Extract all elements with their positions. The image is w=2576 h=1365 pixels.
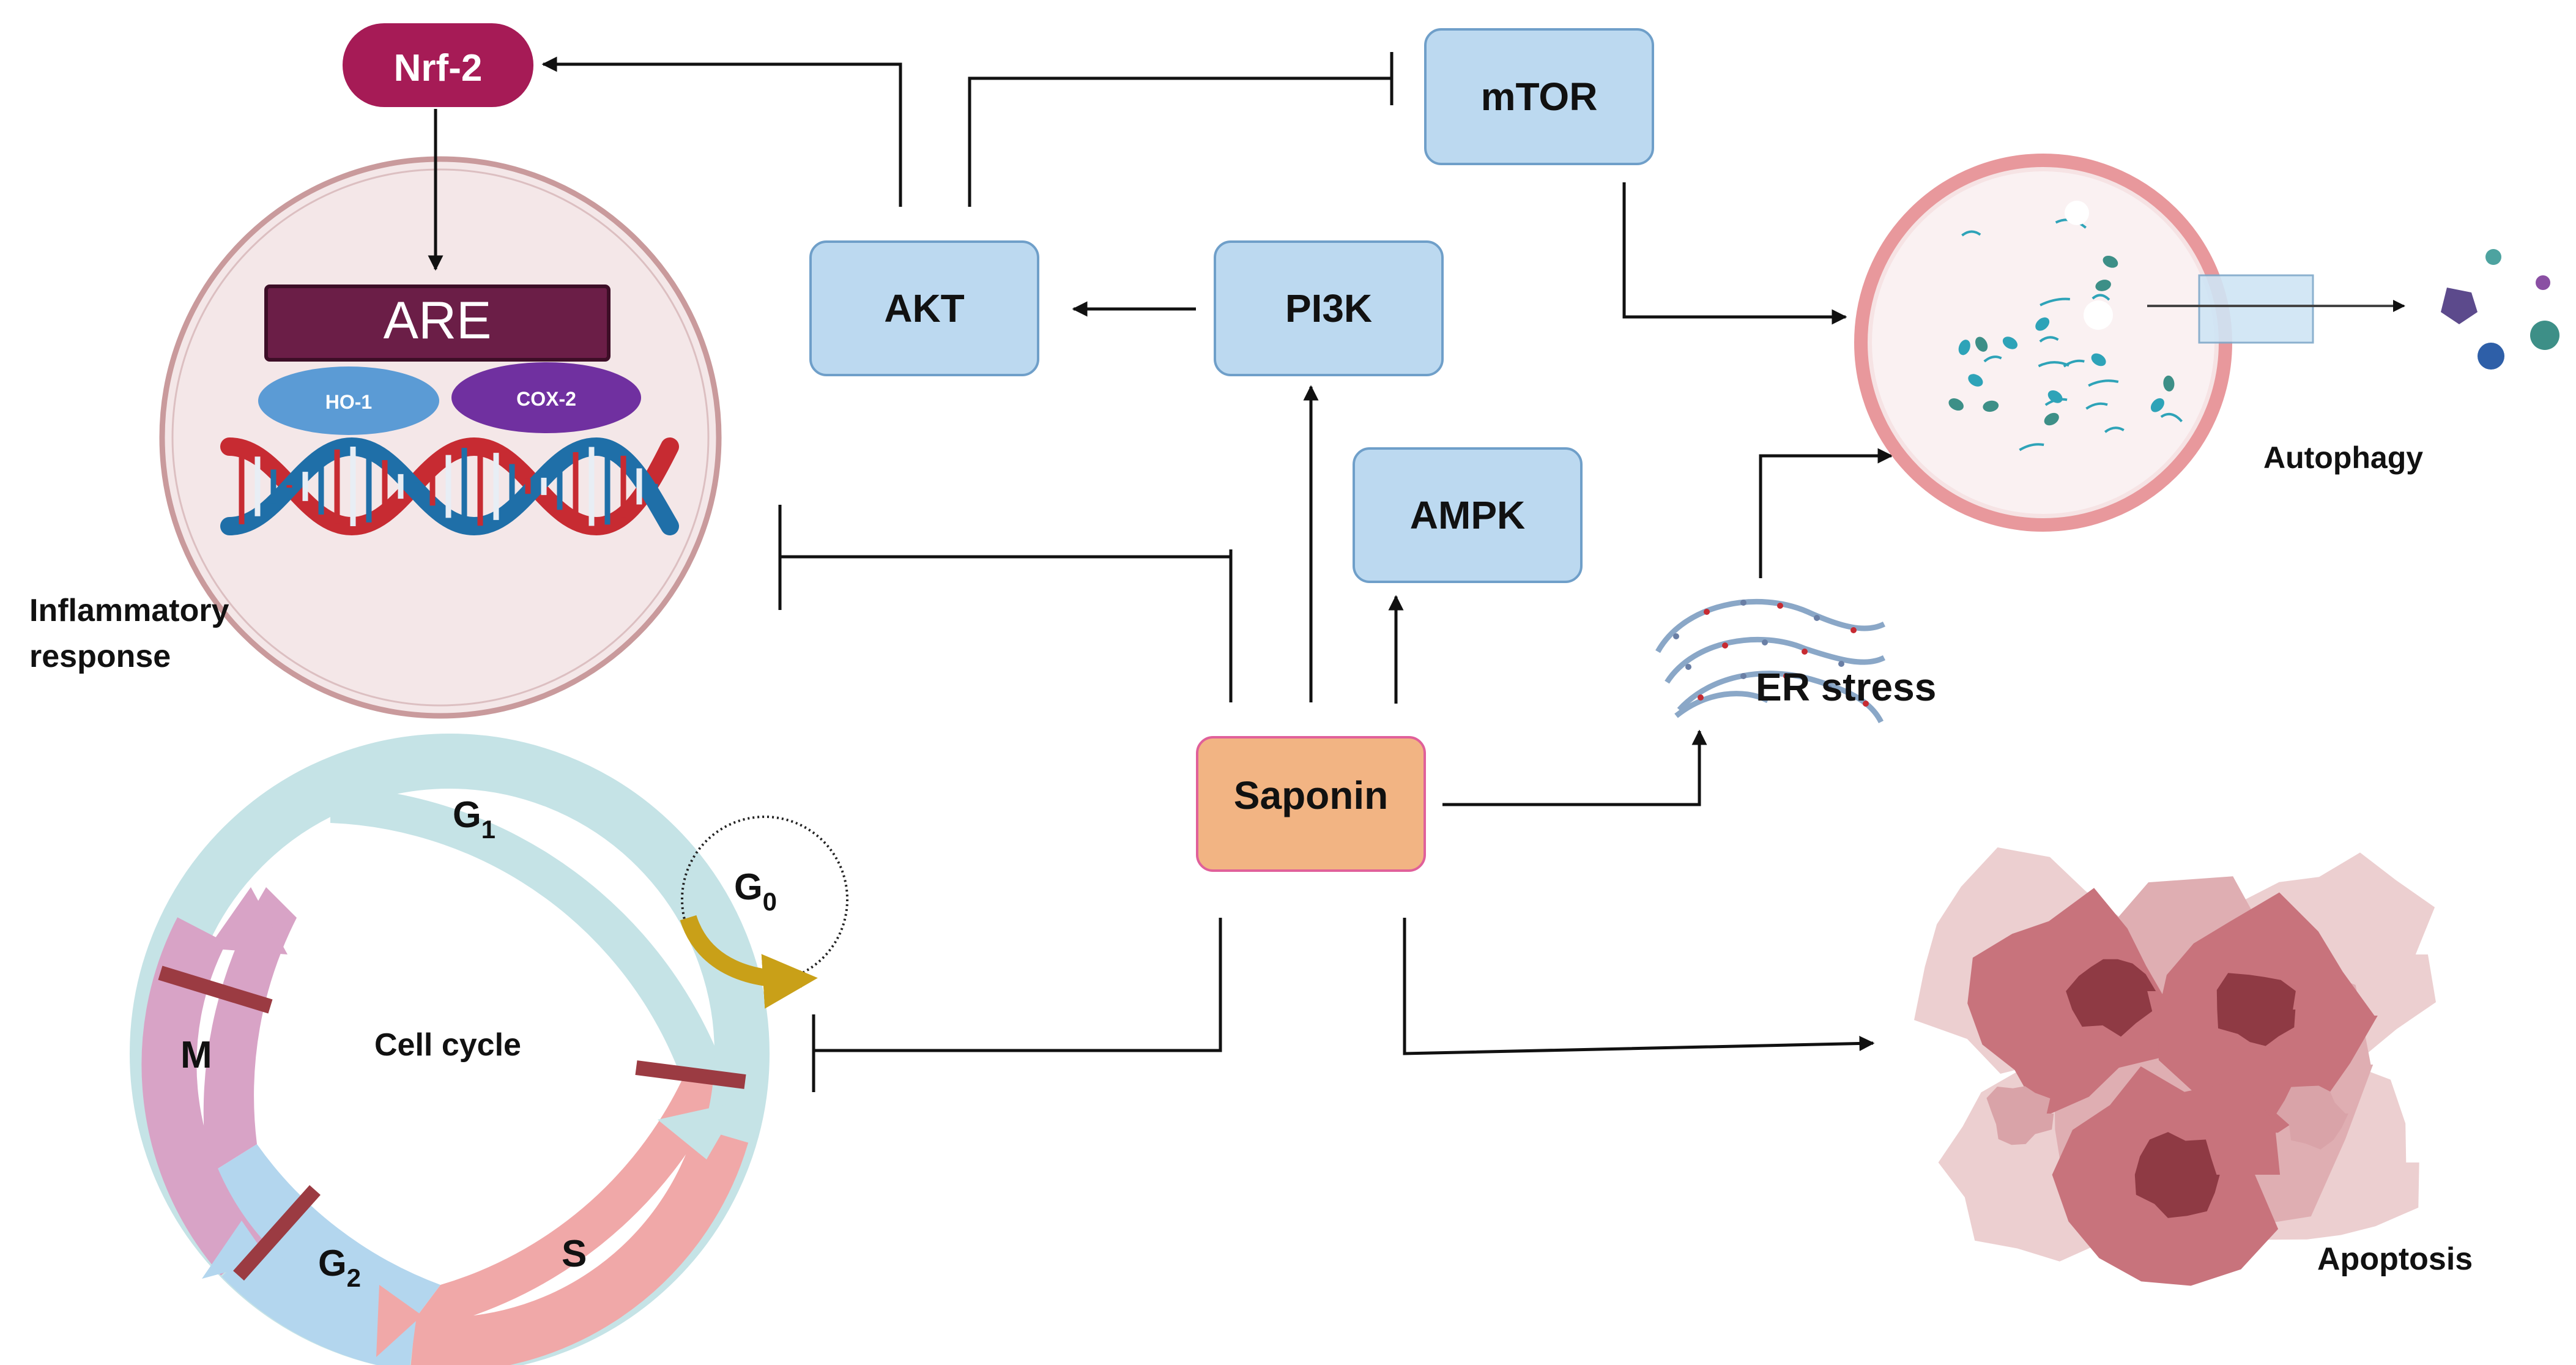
endoplasmic-reticulum-icon xyxy=(1655,599,1886,724)
inflammatory-cell xyxy=(159,156,722,719)
saponin-inhibits-cell-cycle-line xyxy=(814,918,1222,1052)
ampk-node[interactable]: AMPK xyxy=(1353,447,1583,583)
m-phase-label: M xyxy=(180,1034,212,1076)
akt-node[interactable]: AKT xyxy=(809,240,1039,376)
cell-cycle-wheel xyxy=(203,786,728,1334)
checkpoint-bar-g2-m xyxy=(158,965,273,1014)
s-phase-label: S xyxy=(562,1233,587,1275)
autophagy-label: Autophagy xyxy=(2263,441,2423,475)
pi3k-label: PI3K xyxy=(1285,286,1372,330)
saponin-inhibits-inflammation-line xyxy=(780,555,1233,702)
g0-arrow xyxy=(680,915,818,1009)
mtor-node[interactable]: mTOR xyxy=(1424,28,1654,165)
dna-helix-icon xyxy=(220,437,679,536)
cox2-label: COX-2 xyxy=(516,388,576,410)
mtor-label: mTOR xyxy=(1481,75,1598,119)
m-phase-arc xyxy=(203,887,297,1175)
saponin-node[interactable]: Saponin xyxy=(1196,736,1426,872)
are-label: ARE xyxy=(384,291,492,350)
ho1-protein: HO-1 xyxy=(258,366,439,435)
akt-inhibits-mtor-line xyxy=(968,76,1392,207)
nrf2-label: Nrf-2 xyxy=(394,47,483,89)
apoptosis-label: Apoptosis xyxy=(2317,1241,2473,1277)
s-phase-arc xyxy=(404,1080,728,1334)
akt-to-nrf2-arrow xyxy=(541,56,902,207)
autophagosome-icon xyxy=(1854,154,2405,532)
nrf2-node[interactable]: Nrf-2 xyxy=(343,23,533,107)
checkpoint-bar-g1-s xyxy=(635,1060,746,1089)
cox2-protein: COX-2 xyxy=(451,362,641,433)
saponin-to-apoptosis-arrow xyxy=(1403,918,1875,1055)
pi3k-node[interactable]: PI3K xyxy=(1214,240,1444,376)
released-particles-icon xyxy=(2441,249,2559,370)
g0-circle xyxy=(681,816,848,983)
are-element: ARE xyxy=(264,285,611,362)
mtor-to-autophagy-arrow xyxy=(1622,182,1847,325)
g2-phase-arc xyxy=(208,1144,440,1334)
g1-phase-label: G1 xyxy=(453,794,496,844)
cell-cycle-label: Cell cycle xyxy=(374,1027,521,1063)
ho1-label: HO-1 xyxy=(325,391,372,413)
checkpoint-bar-s-g2 xyxy=(233,1185,321,1281)
er-stress-to-autophagy-arrow xyxy=(1759,448,1893,578)
saponin-to-er-stress-arrow xyxy=(1442,729,1707,806)
er-stress-label: ER stress xyxy=(1756,665,1936,709)
g0-phase-label: G0 xyxy=(734,866,777,916)
apoptotic-cells-icon xyxy=(1914,847,2436,1286)
akt-label: AKT xyxy=(884,286,965,330)
g1-phase-arc xyxy=(330,786,728,1080)
g2-phase-label: G2 xyxy=(318,1243,361,1292)
ampk-label: AMPK xyxy=(1410,493,1525,537)
inflammatory-label-line1: Inflammatory xyxy=(29,593,229,628)
saponin-label: Saponin xyxy=(1234,773,1388,817)
inflammatory-label-line2: response xyxy=(29,639,171,674)
